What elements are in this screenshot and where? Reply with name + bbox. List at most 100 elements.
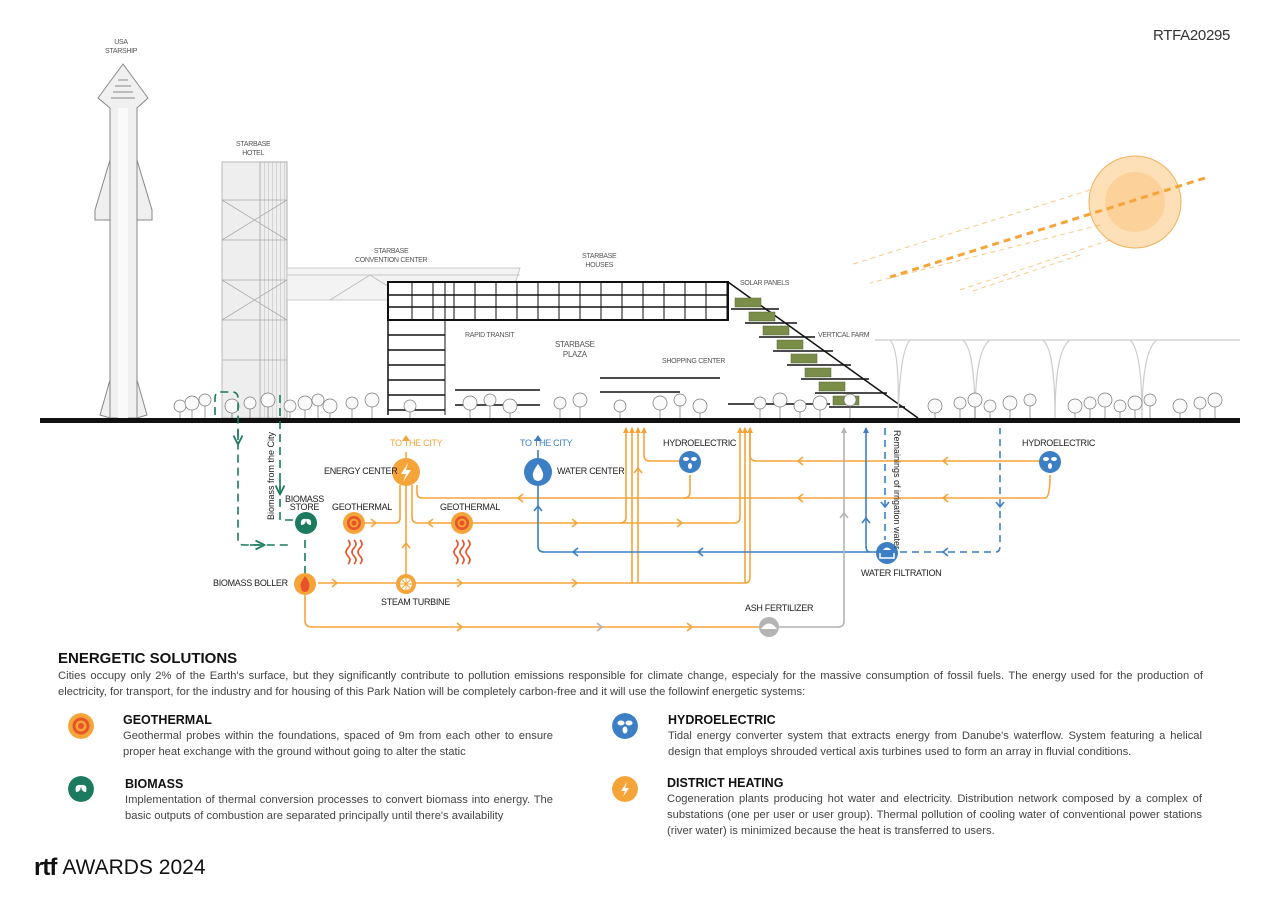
flow-arrow-icon [370,518,378,528]
label-geothermal-1: GEOTHERMAL [332,502,393,512]
tree-crown [224,398,240,414]
tree-crown [1113,399,1127,413]
tree-crown [1002,395,1018,411]
label-energy-center: ENERGY CENTER [324,466,398,476]
label-steam-turbine: STEAM TURBINE [381,597,450,607]
flow-arrow-icon [596,622,604,632]
flow-arrow-icon [331,578,339,588]
geothermal-node-1[interactable] [343,512,365,534]
solution-title: GEOTHERMAL [123,713,212,727]
arrow-up-icon [863,427,869,433]
water-drop-icon [532,464,544,481]
tree-crown [553,396,567,410]
flow-arrow-icon [686,622,694,632]
tree-crown [1143,393,1157,407]
arrow-up-icon [742,427,748,433]
steam-turbine-node[interactable] [396,574,416,594]
flow-arrow-icon [796,493,804,503]
solution-text: Cogeneration plants producing hot water … [667,793,1202,837]
hydroelectric-node-2[interactable] [1039,451,1061,473]
arrow-up-icon [841,427,847,433]
tree-crown [772,392,788,408]
project-code: RTFA20295 [1153,27,1231,44]
tree-crown [652,395,668,411]
tree-crown [1193,396,1207,410]
label-irrigation-remains: Remainings of irrigation water [892,430,902,550]
logo-text: AWARDS 2024 [62,856,206,879]
label-to-the-city-energy: TO THE CITY [390,438,443,448]
solar-panel [734,297,762,308]
tree-crown [322,398,338,414]
solar-panel [748,311,776,322]
geothermal-icon [68,713,94,739]
flow-arrow-icon [571,578,579,588]
label-rapid-transit: RAPID TRANSIT [465,332,515,339]
solution-title: BIOMASS [125,777,184,791]
flame-icon [300,576,310,592]
solution-text: Implementation of thermal conversion pro… [125,794,553,822]
energy-center-node[interactable] [392,458,420,486]
flow-arrow-icon [571,518,579,528]
solution-title: HYDROELECTRIC [668,713,776,727]
tree-crown [403,399,417,413]
lightning-icon [612,776,638,802]
flow-arrow-icon [796,456,804,466]
tree-crown [967,392,983,408]
flow-arrow-icon [516,493,524,503]
tree-crown [1083,396,1097,410]
sun-icon [1088,155,1182,249]
solar-panel [762,325,790,336]
building-columns [411,282,728,320]
water-filtration-node[interactable] [876,542,898,564]
solution-text: Tidal energy converter system that extra… [668,730,1202,758]
tree-crown [483,393,497,407]
tree-crown [502,398,518,414]
tree-crown [793,399,807,413]
arrow-up-icon [402,435,410,441]
tree-crown [572,392,588,408]
tree-crown [462,395,478,411]
tree-crown [198,393,212,407]
ash-pile-icon [761,623,777,629]
geothermal-node-2[interactable] [451,512,473,534]
label-to-the-city-water: TO THE CITY [520,438,573,448]
flow-nodes [294,427,1061,637]
solar-panel [818,381,846,392]
main-building [387,281,729,415]
tree-crown [1172,398,1188,414]
ash-flow [760,428,845,628]
section-intro: Cities occupy only 2% of the Earth's sur… [58,670,1203,698]
solution-text: Geothermal probes within the foundations… [123,730,553,758]
tree-crown [1207,392,1223,408]
flow-arrow-icon [426,518,434,528]
label-biomass-from-city: Biomass from the City [266,431,276,520]
hydro-turbine-icon [1043,457,1057,469]
arrow-up-icon [737,427,743,433]
flow-arrow-icon [401,541,411,549]
hydroelectric-node-1[interactable] [679,451,701,473]
tree-crown [613,399,627,413]
solar-panel [790,353,818,364]
ash-fertilizer-node[interactable] [759,617,779,637]
tree-crown [1067,398,1083,414]
water-center-node[interactable] [524,458,552,486]
tree-crown [364,392,380,408]
biomass-store-node[interactable] [295,512,317,534]
flow-arrow-icon [456,578,464,588]
hydro-turbine-icon [612,713,638,739]
label-geothermal-2: GEOTHERMAL [440,502,501,512]
tree-crown [1097,392,1113,408]
turbine-icon [400,578,412,590]
arrow-up-icon [641,427,647,433]
sun-rays [849,176,1206,293]
heat-wave-icon [453,539,471,565]
biomass-boiler-node[interactable] [294,573,316,595]
biomass-leaf-icon [68,776,94,802]
leaf-icon [300,518,312,525]
heat-wave-icon [345,539,363,565]
